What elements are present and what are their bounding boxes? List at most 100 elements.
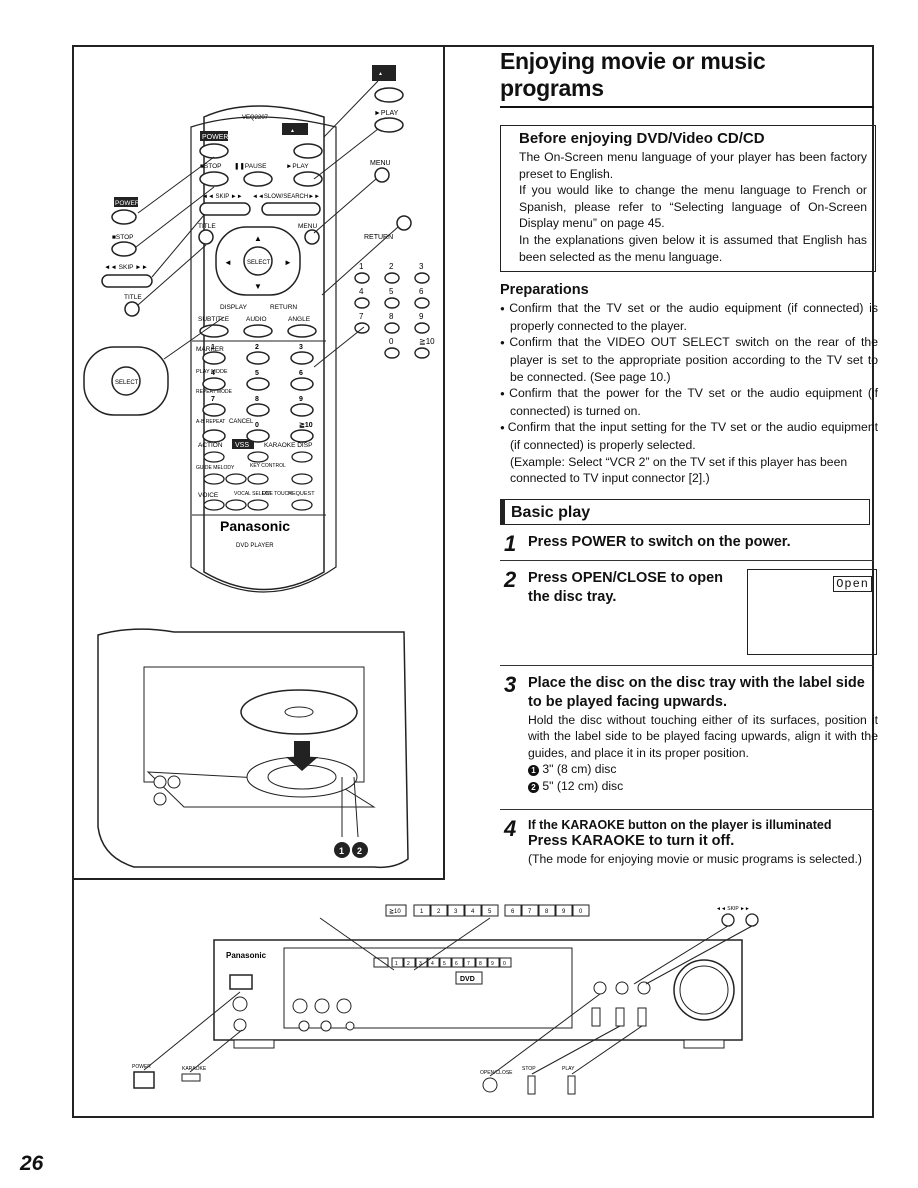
- svg-text:►: ►: [284, 258, 292, 267]
- svg-text:TITLE: TITLE: [198, 223, 216, 230]
- remote-number-label: 6: [299, 370, 303, 377]
- svg-text:■STOP: ■STOP: [200, 163, 222, 170]
- svg-text:2: 2: [357, 846, 362, 856]
- number-button: [384, 322, 400, 334]
- player-digit-label: 0: [503, 961, 506, 967]
- svg-text:ACTION: ACTION: [198, 442, 223, 449]
- remote-button: [203, 473, 225, 485]
- basic-play-heading: Basic play: [500, 498, 870, 525]
- remote-button: [290, 377, 314, 391]
- remote-button: [225, 499, 247, 511]
- remote-number-label: 5: [255, 370, 259, 377]
- remote-button: [202, 377, 226, 391]
- number-label: 8: [389, 312, 394, 321]
- before-enjoying-box: Before enjoying DVD/Video CD/CD The On-S…: [500, 125, 876, 273]
- digit-key: [555, 904, 573, 917]
- step-1: 1 Press POWER to switch on the power.: [500, 531, 878, 556]
- svg-text:REQUEST: REQUEST: [288, 491, 315, 497]
- step-number: 4: [504, 815, 517, 841]
- ten-plus-key: [385, 904, 407, 917]
- player-digit-label: 4: [431, 961, 434, 967]
- svg-text:❚❚PAUSE: ❚❚PAUSE: [234, 162, 267, 170]
- step-number: 3: [504, 671, 517, 697]
- digit-label: 5: [488, 909, 492, 915]
- svg-text:MENU: MENU: [370, 160, 391, 167]
- remote-number-label: 4: [211, 370, 215, 377]
- example-note: (Example: Select “VCR 2” on the TV set i…: [510, 454, 848, 486]
- svg-text:PLAY: PLAY: [562, 1066, 575, 1072]
- player-digit-label: 8: [479, 961, 482, 967]
- disc-tray-illustration: 1 2: [97, 628, 409, 869]
- remote-left-callouts: POWER ■STOP ◄◄ SKIP ►► TITLE SELECT: [83, 156, 225, 416]
- divider: [500, 664, 874, 666]
- player-digit-label: 9: [491, 961, 494, 967]
- player-digit-key: [439, 957, 452, 968]
- remote-number-label: 9: [299, 396, 303, 403]
- divider: [500, 808, 874, 810]
- remote-button: [291, 473, 313, 485]
- number-label: 3: [419, 262, 424, 271]
- frame-divider-horizontal: [74, 878, 444, 880]
- list-item: Confirm that the input setting for the T…: [500, 419, 878, 453]
- remote-button: [246, 429, 270, 443]
- box-heading: Before enjoying DVD/Video CD/CD: [519, 130, 765, 147]
- svg-text:◄◄SLOW/SEARCH►►: ◄◄SLOW/SEARCH►►: [252, 194, 320, 200]
- svg-text:KEY CONTROL: KEY CONTROL: [250, 463, 286, 469]
- preparations-list: Confirm that the TV set or the audio equ…: [500, 300, 878, 453]
- box-line: If you would like to change the menu lan…: [519, 183, 867, 231]
- svg-text:Panasonic: Panasonic: [226, 951, 267, 960]
- svg-text:1: 1: [339, 846, 344, 856]
- player-digit-key: [451, 957, 464, 968]
- remote-button: [291, 499, 313, 511]
- number-label: 2: [389, 262, 394, 271]
- number-button: [384, 272, 400, 284]
- step-heading: Place the disc on the disc tray with the…: [528, 674, 865, 710]
- svg-text:►PLAY: ►PLAY: [286, 163, 309, 170]
- remote-button: [291, 451, 313, 463]
- page-number: 26: [20, 1152, 44, 1175]
- digit-key: [504, 904, 522, 917]
- digit-key: [464, 904, 482, 917]
- step-3: 3 Place the disc on the disc tray with t…: [500, 671, 878, 795]
- step-body: Hold the disc without touching either of…: [528, 712, 878, 760]
- svg-text:VSS: VSS: [235, 442, 249, 449]
- remote-button: [202, 403, 226, 417]
- remote-number-label: 2: [255, 344, 259, 351]
- svg-text:►PLAY: ►PLAY: [374, 110, 399, 117]
- remote-button: [247, 473, 269, 485]
- player-digit-key: [463, 957, 476, 968]
- svg-text:VEQ2207: VEQ2207: [242, 115, 269, 121]
- remote-button: [247, 451, 269, 463]
- digit-key: [538, 904, 556, 917]
- number-button: [414, 272, 430, 284]
- player-digit-label: 5: [443, 961, 446, 967]
- svg-text:◄◄ SKIP ►►: ◄◄ SKIP ►►: [202, 194, 243, 200]
- svg-text:▲: ▲: [290, 128, 295, 134]
- step-2: 2 Press OPEN/CLOSE to open the disc tray…: [500, 567, 878, 657]
- remote-number-label: ≧10: [299, 422, 313, 429]
- digit-label: 1: [420, 909, 424, 915]
- digit-key: [572, 904, 590, 917]
- svg-text:■STOP: ■STOP: [112, 234, 134, 241]
- remote-button: [202, 351, 226, 365]
- digit-key: [481, 904, 499, 917]
- player-digit-label: 6: [455, 961, 458, 967]
- step-body: (The mode for enjoying movie or music pr…: [528, 851, 862, 866]
- list-item: Confirm that the power for the TV set or…: [500, 385, 878, 419]
- number-button: [354, 272, 370, 284]
- digit-label: 9: [562, 909, 566, 915]
- remote-button: [203, 499, 225, 511]
- svg-text:SELECT: SELECT: [115, 380, 139, 386]
- instructions-column: Enjoying movie or music programs Before …: [500, 48, 878, 867]
- svg-text:TITLE: TITLE: [124, 294, 142, 301]
- svg-text:MENU: MENU: [298, 223, 317, 230]
- step-4: 4 If the KARAOKE button on the player is…: [500, 815, 878, 868]
- svg-text:MARKER: MARKER: [196, 346, 224, 353]
- remote-button: [202, 429, 226, 443]
- digit-key: [430, 904, 448, 917]
- number-button: [414, 347, 430, 359]
- svg-text:RETURN: RETURN: [270, 304, 297, 311]
- svg-text:OPEN/CLOSE: OPEN/CLOSE: [480, 1070, 513, 1076]
- step-heading: Press OPEN/CLOSE to open the disc tray.: [528, 569, 723, 605]
